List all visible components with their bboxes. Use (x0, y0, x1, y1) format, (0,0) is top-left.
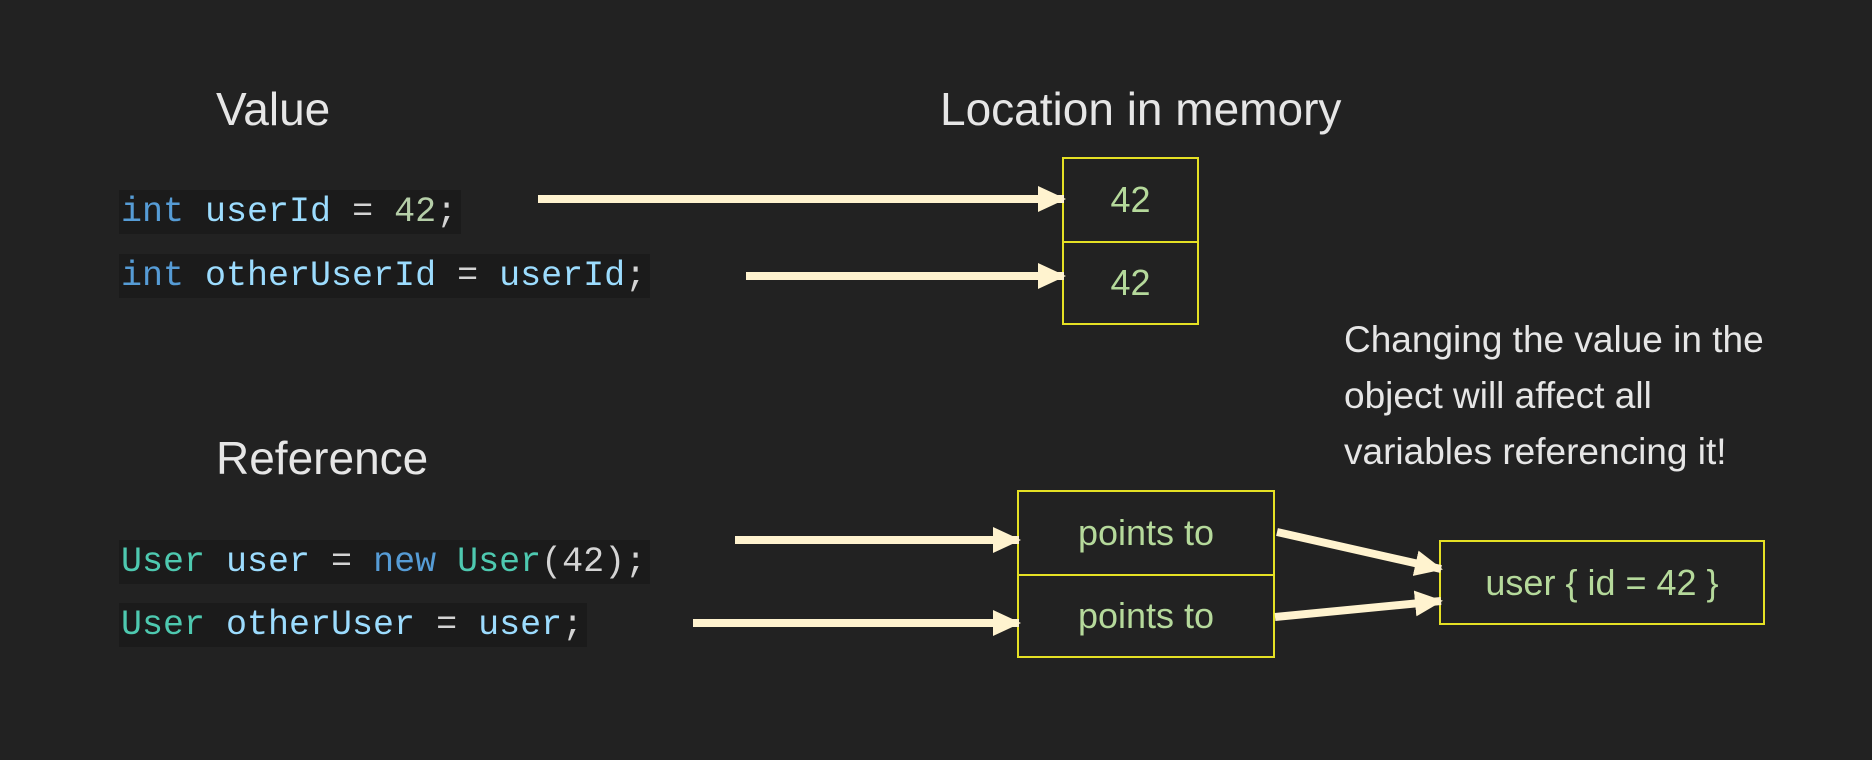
code-token: User (121, 542, 206, 582)
code-token: otherUserId (205, 256, 437, 296)
code-token: = (415, 605, 479, 645)
code-token: = (310, 542, 374, 582)
code-token: = (436, 256, 500, 296)
code-token: (42); (541, 542, 647, 582)
code-line-user: User user = new User(42); (119, 540, 651, 584)
code-token: int (121, 192, 185, 232)
code-line-other-user: User otherUser = user; (119, 603, 588, 647)
code-token: ; (436, 192, 458, 232)
arrow-reference-1-to-object (1276, 528, 1443, 576)
code-token: User (121, 605, 206, 645)
code-token: 42 (394, 192, 437, 232)
memory-cell-other-userid: 42 (1062, 241, 1199, 325)
arrow-reference-2-to-object (1274, 590, 1443, 621)
code-token: ; (625, 256, 647, 296)
note-text: Changing the value in the object will af… (1344, 312, 1864, 480)
code-line-other-userid: int otherUserId = userId; (119, 254, 651, 298)
code-token: user (478, 605, 563, 645)
code-token: new (373, 542, 437, 582)
note-line: object will affect all (1344, 375, 1652, 416)
code-token: userId (205, 192, 332, 232)
code-token: int (121, 256, 185, 296)
code-token: user (226, 542, 311, 582)
note-line: Changing the value in the (1344, 319, 1764, 360)
code-token: otherUser (226, 605, 416, 645)
code-token: userId (499, 256, 626, 296)
code-token: = (331, 192, 395, 232)
location-heading: Location in memory (940, 83, 1342, 135)
code-line-userid: int userId = 42; (119, 190, 462, 234)
code-token: ; (562, 605, 584, 645)
user-object-box: user { id = 42 } (1439, 540, 1765, 625)
value-heading: Value (216, 83, 331, 135)
note-line: variables referencing it! (1344, 431, 1727, 472)
code-token: User (457, 542, 542, 582)
reference-heading: Reference (216, 432, 429, 484)
